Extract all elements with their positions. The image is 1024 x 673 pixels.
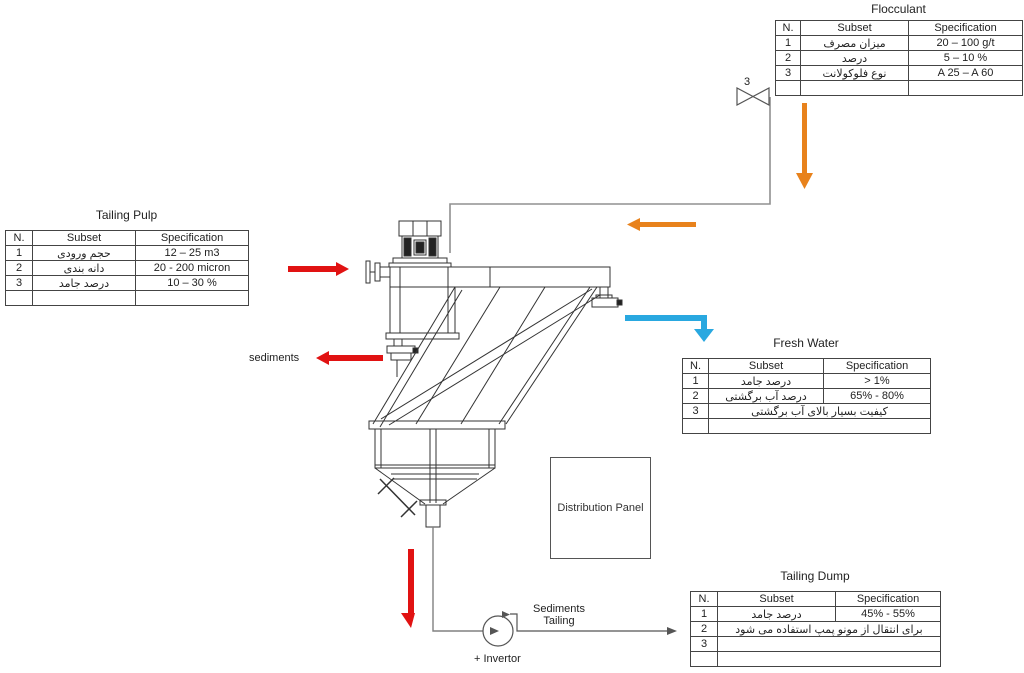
tailing-dump-table-title: Tailing Dump bbox=[780, 569, 850, 583]
table-header-row: N. Subset Specification bbox=[690, 591, 941, 607]
flocculant-pipe-line bbox=[449, 97, 771, 253]
feed-inlet-icon bbox=[365, 260, 391, 284]
plate-pack-icon bbox=[372, 286, 601, 428]
table-row bbox=[775, 80, 1023, 96]
col-header-spec: Specification bbox=[908, 20, 1023, 36]
tailing-pulp-table-block: Tailing Pulp N. Subset Specification 1 ح… bbox=[5, 208, 249, 306]
fresh-water-table: N. Subset Specification 1 درصد جامد > 1%… bbox=[682, 358, 931, 434]
thickener-drawing bbox=[365, 220, 623, 528]
table-row: 3 كيفيت بسيار بالای آب برگشتی bbox=[682, 403, 931, 419]
table-header-row: N. Subset Specification bbox=[682, 358, 931, 374]
flocculant-down-arrow bbox=[796, 103, 813, 189]
table-row: 1 حجم ورودی 12 – 25 m3 bbox=[5, 245, 249, 261]
flocculant-table-block: Flocculant N. Subset Specification 1 ميز… bbox=[775, 2, 1023, 96]
sediment-outlet-icon bbox=[386, 338, 419, 377]
underflow-flow-arrow bbox=[401, 549, 415, 628]
col-header-n: N. bbox=[775, 20, 801, 36]
tailing-dump-table-block: Tailing Dump N. Subset Specification 1 د… bbox=[690, 569, 941, 667]
tailing-pulp-table: N. Subset Specification 1 حجم ورودی 12 –… bbox=[5, 230, 249, 306]
table-header-row: N. Subset Specification bbox=[775, 20, 1023, 36]
col-header-n: N. bbox=[682, 358, 709, 374]
col-header-spec: Specification bbox=[835, 591, 941, 607]
table-row bbox=[690, 651, 941, 667]
table-row: 2 دانه بندی 20 - 200 micron bbox=[5, 260, 249, 276]
drain-pipe-icon bbox=[377, 477, 418, 518]
table-row: 2 درصد 5 – 10 % bbox=[775, 50, 1023, 66]
pump-icon bbox=[482, 611, 514, 647]
table-row: 1 ميزان مصرف 20 – 100 g/t bbox=[775, 35, 1023, 51]
table-row: 3 bbox=[690, 636, 941, 652]
col-header-subset: Subset bbox=[800, 20, 909, 36]
col-header-subset: Subset bbox=[717, 591, 836, 607]
col-header-n: N. bbox=[690, 591, 718, 607]
table-row: 1 درصد جامد 45% - 55% bbox=[690, 606, 941, 622]
valve-icon bbox=[736, 87, 770, 106]
table-row: 3 درصد جامد 10 – 30 % bbox=[5, 275, 249, 291]
sediments-label: sediments bbox=[249, 352, 300, 364]
tailing-dump-table: N. Subset Specification 1 درصد جامد 45% … bbox=[690, 591, 941, 667]
fresh-water-table-block: Fresh Water N. Subset Specification 1 در… bbox=[682, 336, 931, 434]
support-leg-icon bbox=[591, 286, 623, 308]
tailing-pulp-flow-arrow bbox=[288, 262, 349, 276]
sediments-tailing-label: Sediments Tailing bbox=[523, 603, 595, 627]
cone-hopper-icon bbox=[374, 467, 496, 528]
table-row: 2 برای انتقال از مونو پمپ استفاده می شود bbox=[690, 621, 941, 637]
discharge-line bbox=[510, 613, 677, 635]
valve-number-label: 3 bbox=[744, 76, 751, 88]
flocculant-table-title: Flocculant bbox=[871, 2, 926, 16]
distribution-panel-label: Distribution Panel bbox=[557, 501, 644, 514]
table-row: 3 نوع فلوكولانت A 25 – A 60 bbox=[775, 65, 1023, 81]
sediments-tailing-line1: Sediments bbox=[533, 603, 585, 615]
col-header-subset: Subset bbox=[708, 358, 824, 374]
motor-icon bbox=[388, 220, 452, 268]
table-row bbox=[682, 418, 931, 434]
sediments-flow-arrow bbox=[316, 351, 383, 365]
table-row: 1 درصد جامد > 1% bbox=[682, 373, 931, 389]
col-header-spec: Specification bbox=[823, 358, 931, 374]
distribution-panel-box: Distribution Panel bbox=[550, 457, 651, 559]
flocculant-left-arrow bbox=[627, 218, 696, 231]
table-header-row: N. Subset Specification bbox=[5, 230, 249, 246]
fresh-water-flow-arrow bbox=[625, 315, 714, 342]
col-header-subset: Subset bbox=[32, 230, 136, 246]
fresh-water-table-title: Fresh Water bbox=[773, 336, 839, 350]
col-header-n: N. bbox=[5, 230, 33, 246]
flocculant-table: N. Subset Specification 1 ميزان مصرف 20 … bbox=[775, 20, 1023, 96]
invertor-label: + Invertor bbox=[474, 653, 521, 665]
tailing-pulp-table-title: Tailing Pulp bbox=[95, 208, 158, 222]
underflow-pipe-line bbox=[432, 527, 490, 632]
sediments-tailing-line2: Tailing bbox=[543, 615, 575, 627]
col-header-spec: Specification bbox=[135, 230, 249, 246]
table-row bbox=[5, 290, 249, 306]
table-row: 2 درصد آب برگشتی 65% - 80% bbox=[682, 388, 931, 404]
